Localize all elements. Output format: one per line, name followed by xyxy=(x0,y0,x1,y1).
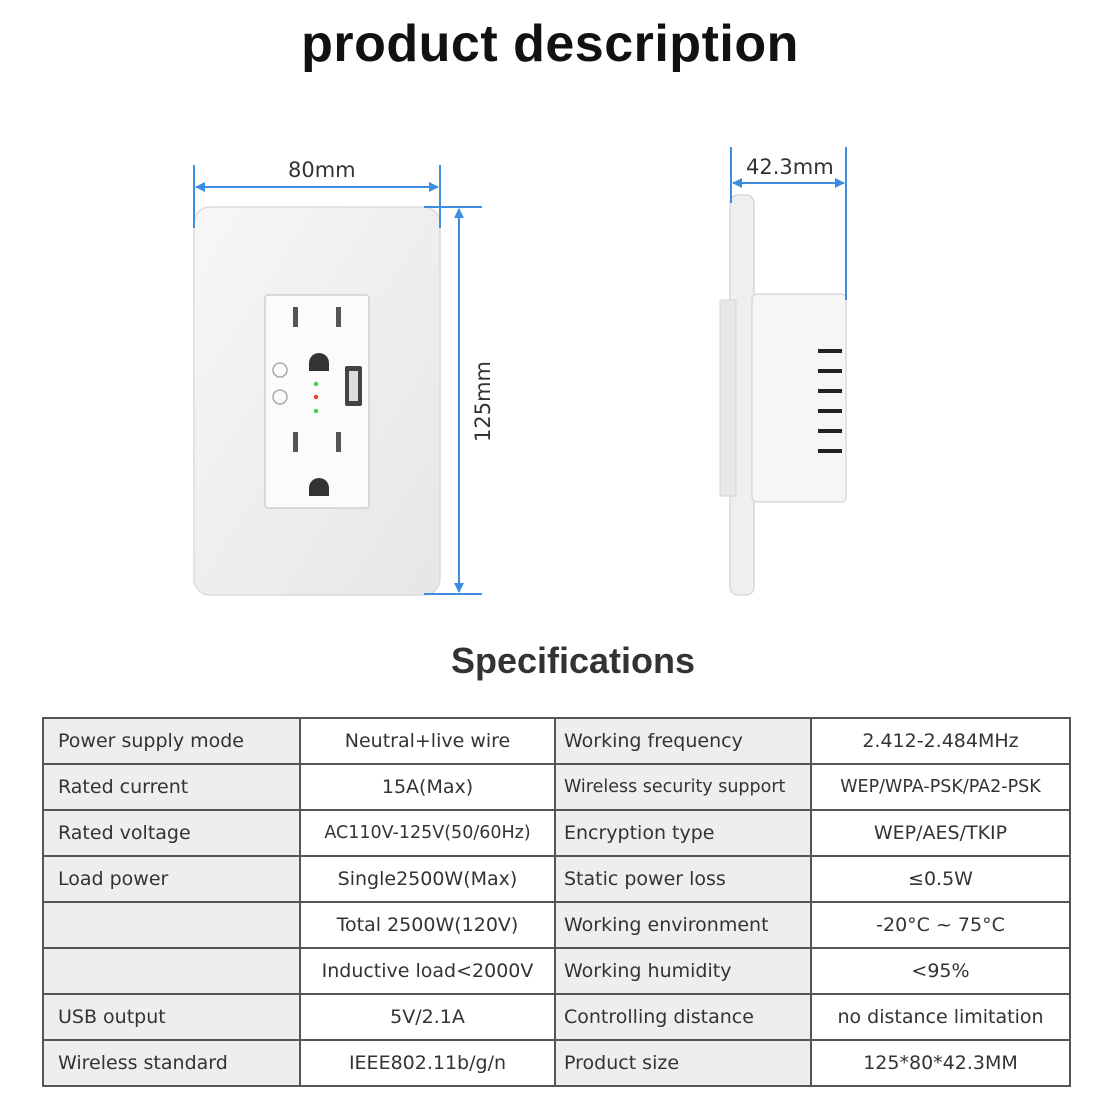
spec-value: Inductive load<2000V xyxy=(299,947,556,995)
spec-key: Rated voltage xyxy=(42,809,301,857)
side-view xyxy=(719,194,847,596)
spec-key: Rated current xyxy=(42,763,301,811)
width-dimension-label: 80mm xyxy=(288,158,356,182)
table-row: USB output 5V/2.1A Controlling distance … xyxy=(42,993,1071,1041)
spec-value: AC110V-125V(50/60Hz) xyxy=(299,809,556,857)
spec-value: Total 2500W(120V) xyxy=(299,901,556,949)
spec-key: USB output xyxy=(42,993,301,1041)
spec-value: WEP/WPA-PSK/PA2-PSK xyxy=(810,763,1071,811)
specifications-table: Power supply mode Neutral+live wire Work… xyxy=(42,717,1071,1087)
spec-key: Working environment xyxy=(554,901,812,949)
spec-value: 5V/2.1A xyxy=(299,993,556,1041)
table-row: Rated current 15A(Max) Wireless security… xyxy=(42,763,1071,811)
spec-key: Wireless standard xyxy=(42,1039,301,1087)
spec-value: 15A(Max) xyxy=(299,763,556,811)
spec-key: Controlling distance xyxy=(554,993,812,1041)
spec-key: Power supply mode xyxy=(42,717,301,765)
spec-value: 2.412-2.484MHz xyxy=(810,717,1071,765)
table-row: Total 2500W(120V) Working environment -2… xyxy=(42,901,1071,949)
table-row: Power supply mode Neutral+live wire Work… xyxy=(42,717,1071,765)
table-row: Inductive load<2000V Working humidity <9… xyxy=(42,947,1071,995)
front-view xyxy=(193,206,441,596)
page-title: product description xyxy=(301,15,799,73)
product-drawing xyxy=(193,147,847,596)
spec-value: IEEE802.11b/g/n xyxy=(299,1039,556,1087)
spec-value: WEP/AES/TKIP xyxy=(810,809,1071,857)
spec-key: Working frequency xyxy=(554,717,812,765)
spec-value: ≤0.5W xyxy=(810,855,1071,903)
spec-key: Wireless security support xyxy=(554,763,812,811)
spec-key: Encryption type xyxy=(554,809,812,857)
spec-key xyxy=(42,947,301,995)
spec-key xyxy=(42,901,301,949)
table-row: Rated voltage AC110V-125V(50/60Hz) Encry… xyxy=(42,809,1071,857)
spec-key: Product size xyxy=(554,1039,812,1087)
spec-key: Working humidity xyxy=(554,947,812,995)
spec-key: Static power loss xyxy=(554,855,812,903)
spec-value: 125*80*42.3MM xyxy=(810,1039,1071,1087)
spec-value: no distance limitation xyxy=(810,993,1071,1041)
table-row: Wireless standard IEEE802.11b/g/n Produc… xyxy=(42,1039,1071,1087)
height-dimension-label: 125mm xyxy=(471,361,495,442)
depth-dimension-label: 42.3mm xyxy=(746,155,834,179)
specifications-title: Specifications xyxy=(450,640,696,681)
spec-value: Single2500W(Max) xyxy=(299,855,556,903)
spec-value: <95% xyxy=(810,947,1071,995)
spec-value: -20°C ~ 75°C xyxy=(810,901,1071,949)
spec-value: Neutral+live wire xyxy=(299,717,556,765)
spec-key: Load power xyxy=(42,855,301,903)
table-row: Load power Single2500W(Max) Static power… xyxy=(42,855,1071,903)
